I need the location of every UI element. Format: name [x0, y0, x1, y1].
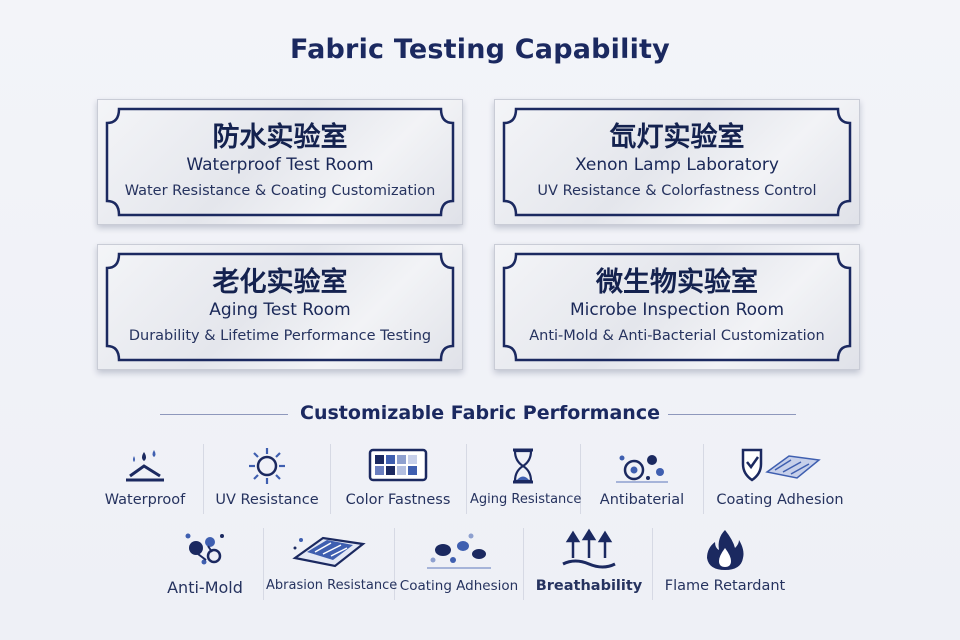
lab-name-cn: 老化实验室	[212, 267, 348, 298]
feature-antibacterial: Antibaterial	[588, 446, 696, 508]
feature-uv-resistance: UV Resistance	[210, 446, 324, 508]
section-divider-left	[160, 414, 288, 415]
feature-label: Anti-Mold	[167, 578, 243, 597]
feature-separator	[330, 444, 331, 514]
feature-separator	[523, 528, 524, 600]
hourglass-icon	[513, 448, 533, 484]
shield-fabric-icon	[741, 448, 821, 482]
plaque-frame	[105, 252, 455, 362]
lab-description: Durability & Lifetime Performance Testin…	[128, 328, 432, 344]
feature-label: Antibaterial	[599, 492, 685, 508]
feature-separator	[263, 528, 264, 600]
lab-name-en: Microbe Inspection Room	[569, 300, 785, 320]
feature-separator	[203, 444, 204, 514]
feature-separator	[466, 444, 467, 514]
lab-description: Water Resistance & Coating Customization	[124, 183, 436, 199]
bacteria-icon	[616, 455, 668, 483]
lab-plaque-aging: 老化实验室 Aging Test Room Durability & Lifet…	[97, 244, 463, 370]
mold-spores-icon	[185, 533, 224, 565]
feature-abrasion-resistance: Abrasion Resistance	[266, 528, 398, 593]
lab-description: Anti-Mold & Anti-Bacterial Customization	[529, 328, 825, 344]
lab-plaque-xenon: 氙灯实验室 Xenon Lamp Laboratory UV Resistanc…	[494, 99, 860, 225]
section-title: Customizable Fabric Performance	[300, 402, 660, 424]
water-splash-icon	[126, 450, 164, 482]
feature-label: Color Fastness	[345, 492, 451, 508]
feature-separator	[652, 528, 653, 600]
feature-separator	[394, 528, 395, 600]
sun-icon	[249, 448, 285, 484]
coating-droplets-icon	[427, 533, 491, 569]
feature-label: Coating Adhesion	[716, 492, 844, 508]
feature-anti-mold: Anti-Mold	[150, 528, 260, 597]
feature-waterproof: Waterproof	[95, 446, 195, 508]
lab-plaque-waterproof: 防水实验室 Waterproof Test Room Water Resista…	[97, 99, 463, 225]
feature-aging-resistance: Aging Resistance	[470, 446, 582, 507]
plaque-frame	[502, 107, 852, 217]
color-swatch-icon	[368, 448, 428, 482]
feature-separator	[580, 444, 581, 514]
feature-color-fastness: Color Fastness	[336, 446, 460, 508]
lab-name-cn: 防水实验室	[212, 122, 348, 153]
feature-flame-retardant: Flame Retardant	[660, 528, 790, 594]
feature-separator	[703, 444, 704, 514]
feature-breathability: Breathability	[528, 528, 650, 594]
lab-name-en: Aging Test Room	[209, 300, 351, 320]
plaque-frame	[502, 252, 852, 362]
feature-coating-adhesion: Coating Adhesion	[708, 446, 852, 508]
lab-name-cn: 氙灯实验室	[609, 122, 745, 153]
lab-name-cn: 微生物实验室	[596, 267, 758, 298]
feature-coating-adhesion-2: Coating Adhesion	[396, 528, 522, 594]
flame-icon	[707, 530, 744, 570]
feature-label: Coating Adhesion	[399, 578, 519, 594]
feature-label: Flame Retardant	[664, 578, 786, 594]
lab-name-en: Waterproof Test Room	[186, 155, 374, 175]
plaque-frame	[105, 107, 455, 217]
feature-label: UV Resistance	[215, 492, 319, 508]
feature-label: Waterproof	[104, 492, 186, 508]
feature-label: Aging Resistance	[470, 492, 582, 507]
lab-plaque-microbe: 微生物实验室 Microbe Inspection Room Anti-Mold…	[494, 244, 860, 370]
airflow-arrows-icon	[562, 528, 616, 569]
feature-label: Abrasion Resistance	[266, 578, 398, 593]
abrasion-pad-icon	[292, 536, 366, 568]
lab-name-en: Xenon Lamp Laboratory	[575, 155, 779, 175]
feature-label: Breathability	[535, 578, 643, 594]
lab-description: UV Resistance & Colorfastness Control	[537, 183, 817, 199]
page-title: Fabric Testing Capability	[290, 34, 670, 65]
section-divider-right	[668, 414, 796, 415]
